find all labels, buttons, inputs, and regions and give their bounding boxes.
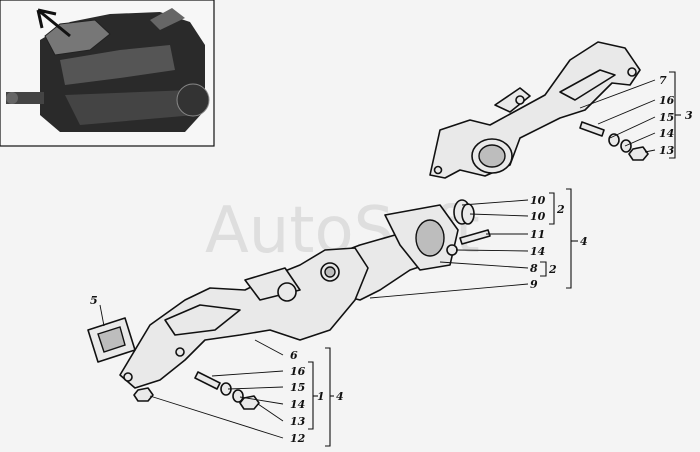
leader-lines <box>99 79 656 439</box>
callout-15: 15 <box>659 111 674 124</box>
engine-inset <box>0 0 215 147</box>
callout-sub-2b: 2 <box>548 263 557 276</box>
callout-6: 6 <box>290 349 298 362</box>
upper-exhaust-pipe <box>429 41 641 179</box>
nut-icon <box>628 146 649 161</box>
callout-group-4-mid: 4 <box>580 235 588 248</box>
callout-11: 11 <box>530 228 545 241</box>
bolt-icon <box>194 371 221 390</box>
callout-10b: 10 <box>530 210 546 223</box>
washer-icon <box>232 389 244 403</box>
callout-group-4-low: 4 <box>336 390 344 403</box>
upper-fasteners <box>579 121 649 161</box>
callout-sub-1: 1 <box>317 390 325 403</box>
callout-8: 8 <box>530 262 538 275</box>
callout-15-low: 15 <box>290 381 305 394</box>
callout-10a: 10 <box>530 194 546 207</box>
callout-sub-2a: 2 <box>556 203 565 216</box>
callout-13-low: 13 <box>290 415 306 428</box>
brackets <box>308 71 681 447</box>
callout-16: 16 <box>659 94 675 107</box>
gasket-5 <box>87 317 136 363</box>
callout-7: 7 <box>659 74 667 87</box>
nut-icon <box>133 387 154 402</box>
lower-manifold <box>119 247 369 389</box>
bolt-icon <box>459 229 491 245</box>
callout-9: 9 <box>530 278 538 291</box>
callout-14-low: 14 <box>290 398 305 411</box>
washer-icon <box>446 244 458 256</box>
arrow-icon <box>36 8 71 38</box>
callout-14: 14 <box>659 127 674 140</box>
callout-16-low: 16 <box>290 365 306 378</box>
callout-13: 13 <box>659 144 675 157</box>
callout-5: 5 <box>90 294 98 307</box>
callout-14-mid: 14 <box>530 245 545 258</box>
callout-group-3: 3 <box>685 109 693 122</box>
bolt-icon <box>579 121 605 137</box>
callout-12: 12 <box>290 432 306 445</box>
